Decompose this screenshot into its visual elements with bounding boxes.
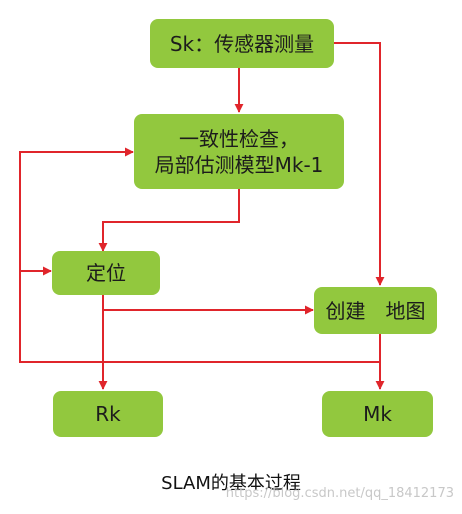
mk-label: Mk [363, 402, 392, 426]
arrow-feedback-to-localization [19, 266, 380, 363]
diagram-caption: SLAM的基本过程 [161, 473, 301, 494]
consistency-check-label-line1: 一致性检查， [179, 126, 299, 151]
consistency-check-label-line2: 局部估测模型Mk-1 [154, 152, 324, 177]
watermark-text: https://blog.csdn.net/qq_18412173 [225, 486, 454, 501]
map-building-node: 创建 地图 [314, 287, 437, 334]
arrow-feedback-to-consistency [19, 147, 134, 271]
rk-label: Rk [95, 402, 121, 426]
map-building-label: 创建 地图 [325, 298, 426, 323]
mk-node: Mk [322, 391, 433, 437]
sensor-measurement-node: Sk：传感器测量 [150, 19, 334, 68]
localization-node: 定位 [52, 251, 160, 295]
rk-node: Rk [53, 391, 163, 437]
arrow-sensor-to-mapping [334, 42, 385, 286]
localization-label: 定位 [86, 261, 126, 285]
arrow-consistency-to-localization [98, 189, 240, 252]
consistency-check-node: 一致性检查， 局部估测模型Mk-1 [134, 114, 344, 189]
sensor-measurement-label: Sk：传感器测量 [169, 31, 315, 56]
